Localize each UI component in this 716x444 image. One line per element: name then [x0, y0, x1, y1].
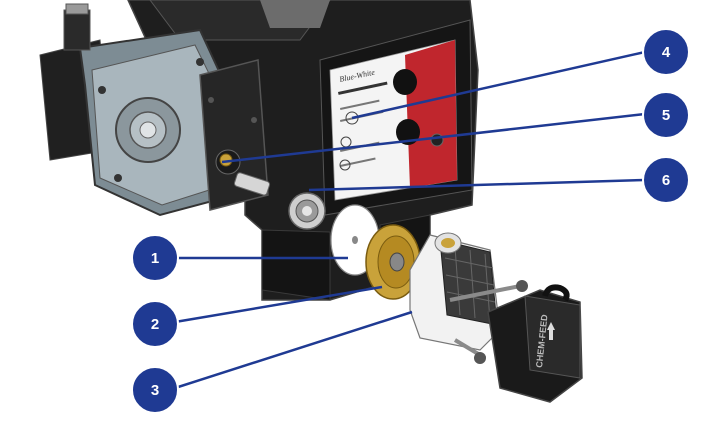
part-2-diaphragm [365, 224, 421, 300]
part-3-valve-block [409, 232, 528, 364]
pump-head [39, 3, 237, 217]
callout-line-4 [351, 50, 646, 120]
end-cap: CHEM-FEED [487, 284, 583, 403]
callout-line-6 [308, 178, 646, 192]
callout-number-6: 6 [662, 172, 670, 189]
callout-number-3: 3 [151, 382, 159, 399]
callout-badge-3: 3 [131, 366, 179, 414]
callout-number-4: 4 [662, 44, 671, 61]
callout-badge-2: 2 [131, 300, 179, 348]
callout-line-2 [174, 285, 383, 324]
callout-number-1: 1 [151, 250, 159, 267]
callout-line-5 [221, 112, 646, 164]
part-6-ring [288, 192, 326, 230]
callout-badge-4: 4 [642, 28, 690, 76]
callout-number-5: 5 [662, 107, 670, 124]
callout-line-3 [174, 310, 413, 390]
callout-badge-1: 1 [131, 234, 179, 282]
callout-number-2: 2 [151, 316, 159, 333]
callout-badge-5: 5 [642, 91, 690, 139]
adapter-plate [199, 59, 271, 211]
callout-badge-6: 6 [642, 156, 690, 204]
callout-lines [174, 50, 646, 390]
